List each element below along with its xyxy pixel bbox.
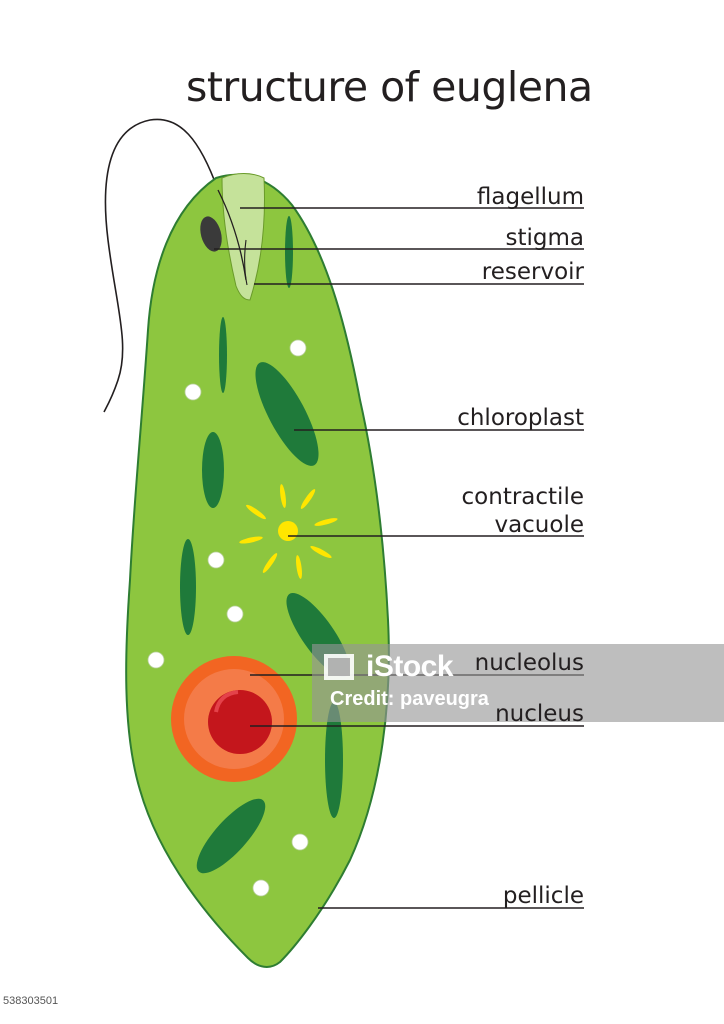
granule: [147, 651, 165, 669]
chloroplasts: [180, 216, 350, 874]
label-vacuole: vacuole: [494, 512, 584, 538]
chloroplast: [219, 317, 227, 393]
chloroplast: [325, 702, 343, 818]
label-chloroplast: chloroplast: [457, 405, 584, 431]
label-reservoir: reservoir: [481, 259, 584, 285]
cell-body: [125, 173, 390, 968]
nucleolus: [208, 690, 272, 754]
flagellum: [103, 118, 219, 413]
label-flagellum: flagellum: [476, 184, 584, 210]
stock-id: 538303501: [3, 995, 59, 1007]
stigma: [200, 216, 222, 252]
diagram-title: structure of euglena: [186, 63, 593, 111]
label-contractile: contractile: [461, 484, 584, 510]
chloroplast: [255, 362, 319, 466]
label-nucleolus: nucleolus: [474, 650, 584, 676]
granule: [207, 551, 225, 569]
granule: [252, 879, 270, 897]
stock-watermark: iStock Credit: paveugra: [312, 644, 724, 722]
stock-logo-icon: [324, 654, 354, 680]
flagellum-root-short: [244, 239, 248, 286]
chloroplast: [285, 216, 293, 288]
granule: [291, 833, 309, 851]
reservoir: [221, 173, 265, 301]
chloroplast: [196, 798, 266, 874]
label-stigma: stigma: [505, 225, 585, 251]
chloroplast: [202, 432, 224, 508]
label-nucleus: nucleus: [495, 701, 584, 727]
granule: [184, 383, 202, 401]
granule: [226, 605, 244, 623]
label-pellicle: pellicle: [502, 883, 584, 909]
nucleolus-highlight: [214, 690, 239, 713]
granule: [289, 339, 307, 357]
chloroplast: [180, 539, 196, 635]
watermark-brand: iStock: [366, 650, 454, 683]
flagellum-root: [217, 189, 247, 281]
granules: [147, 339, 309, 897]
watermark-credit: Credit: paveugra: [330, 688, 489, 710]
